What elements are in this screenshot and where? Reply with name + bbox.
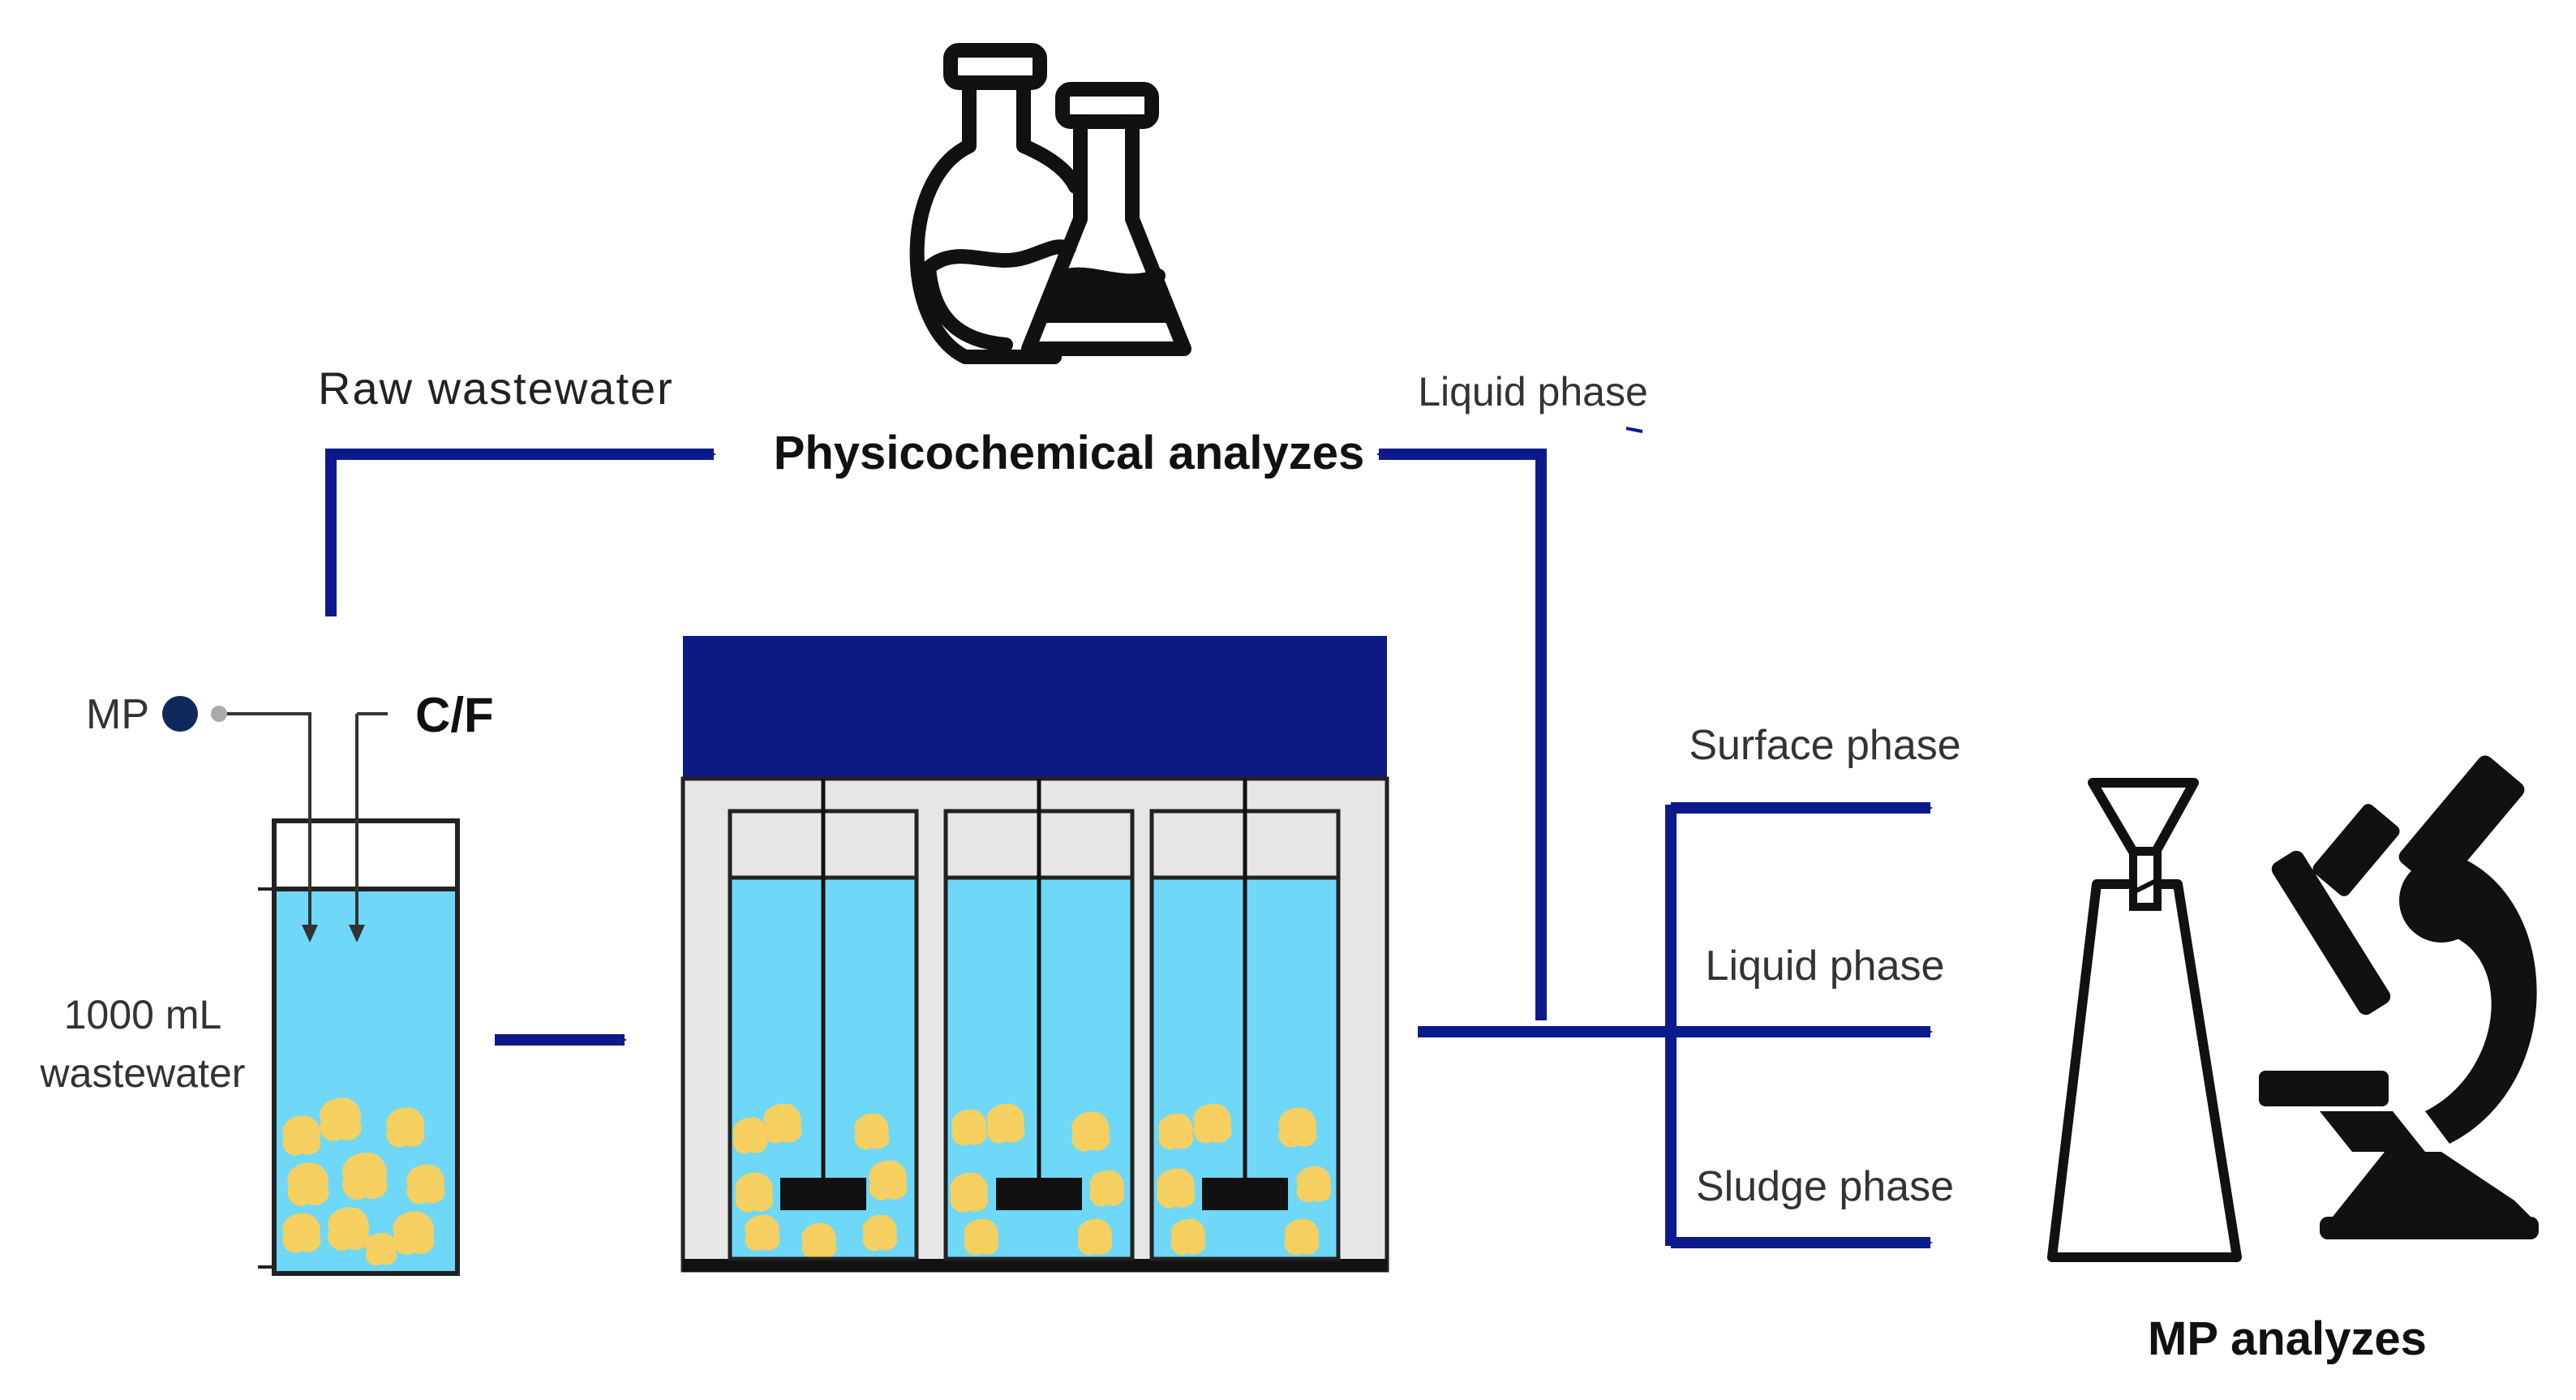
jar-test-apparatus [680,636,1389,1273]
liquid-phase-top-label: Liquid phase [1418,369,1648,414]
volume-label-line2: wastewater [40,1050,246,1096]
mp-dot-large [162,696,198,732]
dosing-lines [227,712,388,933]
raw-wastewater-label: Raw wastewater [318,363,674,414]
dosing-arrowheads [302,925,365,943]
liquid-phase-label: Liquid phase [1706,943,1945,990]
arrows [325,449,1933,1248]
funnel-filter-icon [2047,778,2242,1262]
sludge-phase-label: Sludge phase [1696,1163,1954,1210]
flask-liquid [1046,277,1172,323]
mp-analyzes-label: MP analyzes [2148,1312,2427,1365]
cf-label: C/F [415,688,494,742]
mp-dot-small [211,706,227,722]
tick-mark [1625,427,1643,433]
wastewater-beaker [258,818,460,1276]
microscope-icon [2259,755,2539,1239]
physicochemical-analyzes-label: Physicochemical analyzes [774,427,1365,479]
volume-label-line1: 1000 mL [64,992,222,1037]
raw-wastewater-arrow [325,449,716,616]
liquid-phase-return-arrow [1376,449,1547,1020]
flasks-icon [909,43,1191,364]
mp-label: MP [86,691,149,738]
surface-phase-label: Surface phase [1689,722,1960,769]
